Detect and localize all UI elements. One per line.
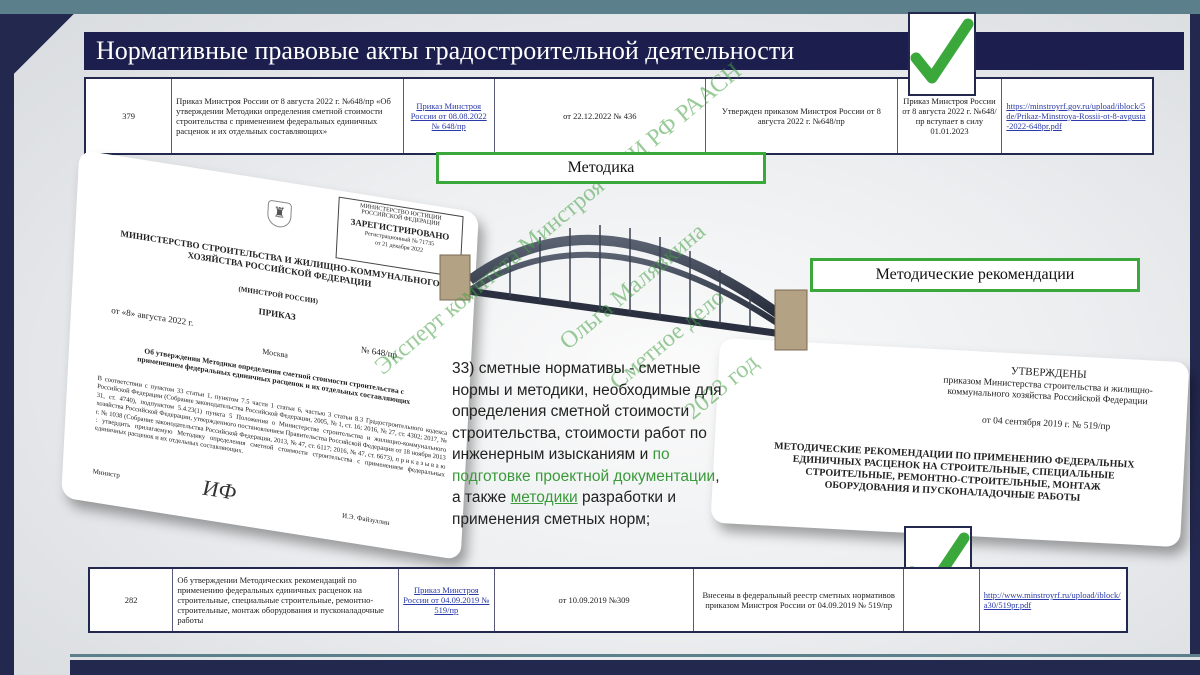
table-row: 282 Об утверждении Методических рекоменд… bbox=[88, 567, 1128, 633]
recommendations-document-image: УТВЕРЖДЕНЫ приказом Министерства строите… bbox=[710, 337, 1190, 548]
definition-green-text: по подготовке проектной документации bbox=[452, 446, 716, 485]
row-number: 379 bbox=[84, 77, 173, 155]
registry-table-top: 379 Приказ Минстроя России от 8 августа … bbox=[84, 77, 1154, 155]
approved-cell: Утвержден приказом Минстроя России от 8 … bbox=[705, 77, 898, 155]
order-link[interactable]: Приказ Минстроя России от 04.09.2019 № 5… bbox=[397, 567, 495, 633]
checkmark-top-icon bbox=[908, 12, 976, 96]
slide-title: Нормативные правовые акты градостроитель… bbox=[84, 32, 1184, 70]
left-accent-bar bbox=[0, 14, 14, 675]
emblem-icon: ♜ bbox=[266, 199, 293, 230]
definition-comma: , bbox=[715, 467, 720, 485]
label-methodology: Методика bbox=[436, 152, 766, 184]
approved-cell: Внесены в федеральный реестр сметных нор… bbox=[693, 567, 904, 633]
registration-cell: от 22.12.2022 № 436 bbox=[493, 77, 707, 155]
definition-part-4: разработки и применения сметных норм; bbox=[452, 489, 677, 528]
registration-cell: от 10.09.2019 №309 bbox=[493, 567, 695, 633]
right-accent-bar bbox=[1190, 14, 1200, 654]
approved-date: от 04 сентября 2019 г. № 519/пр bbox=[981, 415, 1111, 433]
document-name: Об утверждении Методических рекомендаций… bbox=[172, 567, 399, 633]
definition-text: 33) сметные нормативы - сметные нормы и … bbox=[452, 358, 742, 530]
order-link[interactable]: Приказ Минстроя России от 08.08.2022 № 6… bbox=[402, 77, 495, 155]
url-cell[interactable]: https://minstroyrf.gov.ru/upload/iblock/… bbox=[1001, 77, 1154, 155]
signer-title: Министр bbox=[92, 467, 121, 480]
corner-decoration bbox=[14, 14, 74, 74]
effective-cell: Приказ Минстроя России от 8 августа 2022… bbox=[896, 77, 1003, 155]
document-name: Приказ Минстроя России от 8 августа 2022… bbox=[171, 77, 404, 155]
bottom-accent-bar bbox=[70, 660, 1200, 675]
definition-part-1: 33) сметные нормативы - сметные нормы и … bbox=[452, 360, 722, 463]
signature-icon: ИФ bbox=[201, 474, 237, 505]
label-recommendations: Методические рекомендации bbox=[810, 258, 1140, 292]
row-number: 282 bbox=[88, 567, 174, 633]
empty-cell bbox=[902, 567, 980, 633]
bottom-stripe bbox=[70, 654, 1200, 657]
table-row: 379 Приказ Минстроя России от 8 августа … bbox=[84, 77, 1154, 155]
registry-table-bottom: 282 Об утверждении Методических рекоменд… bbox=[88, 567, 1128, 633]
top-accent-bar bbox=[0, 0, 1200, 14]
signer-name: И.Э. Файзуллин bbox=[341, 511, 390, 528]
recommendations-heading: МЕТОДИЧЕСКИЕ РЕКОМЕНДАЦИИ ПО ПРИМЕНЕНИЮ … bbox=[773, 440, 1135, 504]
definition-part-3: а также bbox=[452, 489, 511, 506]
methodology-link[interactable]: методики bbox=[510, 489, 578, 506]
bridge-illustration bbox=[439, 225, 808, 351]
url-cell[interactable]: http://www.minstroyrf.ru/upload/iblock/a… bbox=[978, 567, 1128, 633]
